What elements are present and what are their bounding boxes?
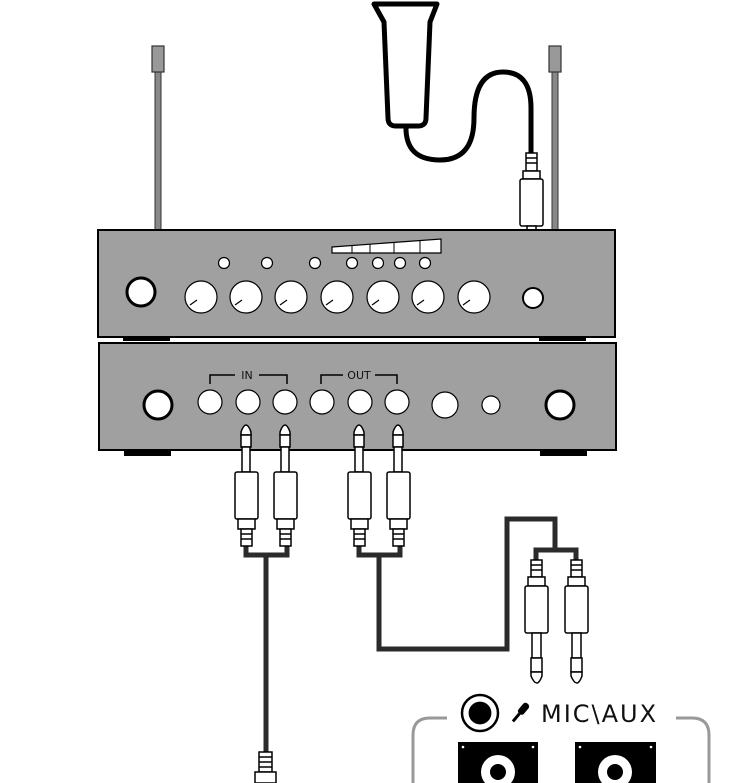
out-plugs bbox=[347, 424, 411, 547]
in-jack-2[interactable] bbox=[235, 389, 261, 415]
in-label: IN bbox=[241, 369, 252, 382]
in-cable-plug bbox=[254, 751, 277, 783]
antenna-left bbox=[151, 45, 165, 233]
mic-small-icon bbox=[511, 702, 530, 723]
mixer-small-jack[interactable] bbox=[481, 395, 501, 415]
in-plug-right bbox=[273, 424, 298, 547]
knob-3[interactable] bbox=[274, 280, 308, 314]
out-jack-1[interactable] bbox=[309, 389, 335, 415]
aux-plug-left bbox=[524, 559, 549, 684]
knob-4[interactable] bbox=[320, 280, 354, 314]
signal-meter bbox=[331, 238, 442, 254]
indicator-leds bbox=[217, 256, 432, 270]
mic-aux-device: MIC\AUX bbox=[411, 693, 711, 783]
mixer-jacks[interactable] bbox=[197, 389, 501, 419]
in-jack-1[interactable] bbox=[197, 389, 223, 415]
out-jack-3[interactable] bbox=[384, 389, 410, 415]
wireless-receiver bbox=[97, 229, 616, 341]
mic-input-jack[interactable] bbox=[522, 287, 544, 309]
in-jack-3[interactable] bbox=[272, 389, 298, 415]
out-plug-right bbox=[386, 424, 411, 547]
in-plug-left bbox=[234, 424, 259, 547]
speaker-right bbox=[575, 742, 656, 783]
aux-plug-right bbox=[564, 559, 589, 684]
receiver-knobs[interactable] bbox=[184, 280, 491, 314]
in-cable bbox=[243, 545, 290, 755]
knob-1[interactable] bbox=[184, 280, 218, 314]
mixer-power-button-right[interactable] bbox=[544, 389, 576, 421]
knob-6[interactable] bbox=[411, 280, 445, 314]
knob-5[interactable] bbox=[366, 280, 400, 314]
out-cable bbox=[356, 516, 579, 652]
aux-plugs bbox=[524, 559, 589, 684]
speaker-left bbox=[458, 742, 538, 783]
mixer-knob[interactable] bbox=[431, 391, 459, 419]
antenna-right bbox=[548, 45, 562, 233]
audio-jack-icon[interactable] bbox=[460, 693, 500, 733]
knob-2[interactable] bbox=[229, 280, 263, 314]
out-label: OUT bbox=[347, 369, 371, 382]
microphone-icon bbox=[371, 1, 440, 129]
mixer-power-button-left[interactable] bbox=[142, 389, 174, 421]
knob-7[interactable] bbox=[457, 280, 491, 314]
out-jack-2[interactable] bbox=[347, 389, 373, 415]
in-plugs bbox=[234, 424, 298, 547]
out-plug-left bbox=[347, 424, 372, 547]
mic-cable bbox=[403, 69, 534, 163]
patch-cables bbox=[243, 516, 579, 755]
mic-aux-label: MIC\AUX bbox=[541, 700, 658, 728]
receiver-power-button[interactable] bbox=[125, 276, 157, 308]
